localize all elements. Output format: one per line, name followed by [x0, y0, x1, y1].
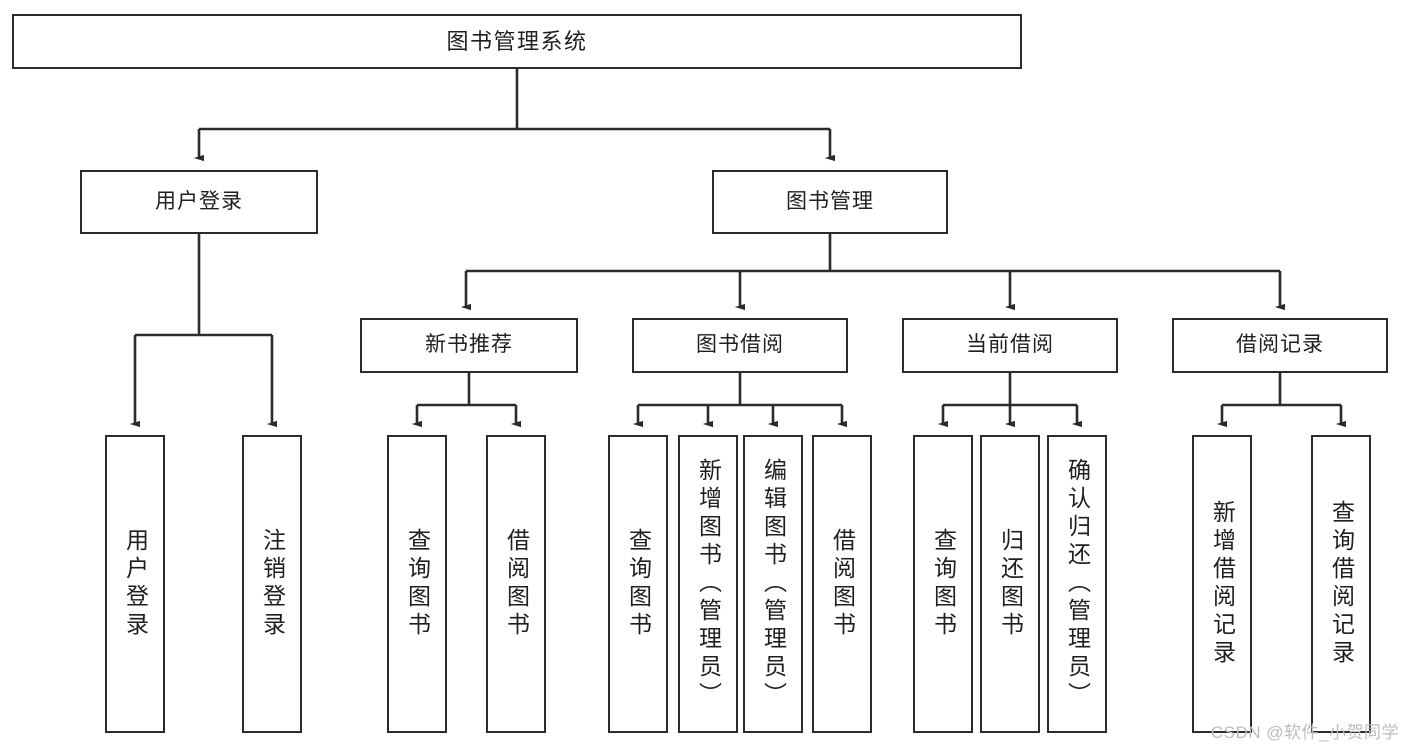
leaf-edit-book[interactable]: 编辑图书（管理员） [743, 435, 803, 733]
leaf-query-book-2[interactable]: 查询图书 [608, 435, 668, 733]
leaf-query-book-3[interactable]: 查询图书 [913, 435, 973, 733]
node-label: 用户登录 [155, 189, 243, 213]
leaf-borrow-book-2[interactable]: 借阅图书 [812, 435, 872, 733]
node-label: 注销登录 [259, 528, 286, 640]
leaf-add-book[interactable]: 新增图书（管理员） [678, 435, 738, 733]
node-label: 图书管理系统 [446, 28, 588, 54]
node-label: 新增借阅记录 [1209, 500, 1236, 668]
node-label: 借阅图书 [829, 528, 856, 640]
leaf-add-record[interactable]: 新增借阅记录 [1192, 435, 1252, 733]
node-label: 确认归还（管理员） [1064, 458, 1091, 710]
node-current-borrow[interactable]: 当前借阅 [902, 318, 1118, 373]
node-user-login[interactable]: 用户登录 [80, 170, 318, 234]
leaf-confirm-return[interactable]: 确认归还（管理员） [1047, 435, 1107, 733]
node-root-book-management-system[interactable]: 图书管理系统 [12, 14, 1022, 69]
node-label: 用户登录 [122, 528, 149, 640]
node-label: 查询借阅记录 [1328, 500, 1355, 668]
leaf-user-logout[interactable]: 注销登录 [242, 435, 302, 733]
node-label: 当前借阅 [966, 333, 1054, 357]
node-label: 查询图书 [930, 528, 957, 640]
node-label: 查询图书 [404, 528, 431, 640]
node-label: 新增图书（管理员） [695, 458, 722, 710]
node-label: 查询图书 [625, 528, 652, 640]
node-book-manage[interactable]: 图书管理 [712, 170, 948, 234]
node-new-book-recommend[interactable]: 新书推荐 [360, 318, 578, 373]
node-label: 新书推荐 [425, 333, 513, 357]
node-label: 图书借阅 [696, 333, 784, 357]
leaf-query-book-1[interactable]: 查询图书 [387, 435, 447, 733]
leaf-query-record[interactable]: 查询借阅记录 [1311, 435, 1371, 733]
leaf-return-book[interactable]: 归还图书 [980, 435, 1040, 733]
node-book-borrow[interactable]: 图书借阅 [632, 318, 848, 373]
leaf-user-login[interactable]: 用户登录 [105, 435, 165, 733]
node-label: 编辑图书（管理员） [760, 458, 787, 710]
node-label: 借阅图书 [503, 528, 530, 640]
csdn-watermark: CSDN @软件_小贺同学 [1210, 723, 1399, 742]
leaf-borrow-book-1[interactable]: 借阅图书 [486, 435, 546, 733]
node-label: 图书管理 [786, 189, 874, 213]
node-label: 归还图书 [997, 528, 1024, 640]
node-borrow-record[interactable]: 借阅记录 [1172, 318, 1388, 373]
node-label: 借阅记录 [1236, 333, 1324, 357]
